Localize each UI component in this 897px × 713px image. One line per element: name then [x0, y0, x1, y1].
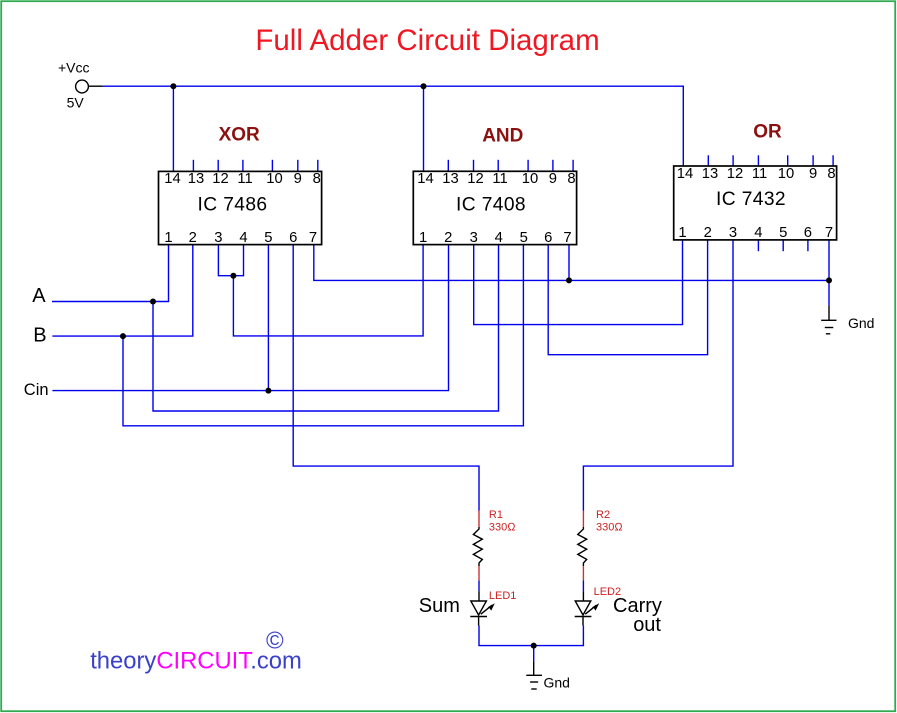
svg-text:LED1: LED1: [489, 590, 517, 602]
svg-text:13: 13: [188, 171, 204, 187]
svg-text:330Ω: 330Ω: [489, 521, 516, 533]
svg-text:out: out: [633, 614, 661, 636]
svg-text:3: 3: [470, 230, 478, 246]
svg-text:1: 1: [164, 230, 172, 246]
svg-text:12: 12: [212, 171, 228, 187]
svg-text:6: 6: [804, 225, 812, 241]
svg-text:IC 7432: IC 7432: [716, 189, 786, 210]
svg-text:8: 8: [313, 171, 321, 187]
svg-text:Gnd: Gnd: [544, 675, 570, 691]
svg-text:5: 5: [520, 230, 528, 246]
svg-text:Full Adder Circuit Diagram: Full Adder Circuit Diagram: [255, 24, 599, 57]
svg-text:14: 14: [677, 166, 693, 182]
svg-text:9: 9: [549, 171, 557, 187]
svg-text:10: 10: [522, 171, 538, 187]
svg-text:5: 5: [264, 230, 272, 246]
svg-text:10: 10: [266, 171, 282, 187]
svg-text:AND: AND: [482, 126, 523, 147]
svg-text:©: ©: [266, 628, 284, 655]
svg-text:Sum: Sum: [419, 595, 460, 617]
svg-text:Carry: Carry: [613, 595, 662, 617]
svg-text:11: 11: [752, 166, 767, 182]
svg-text:IC 7408: IC 7408: [456, 195, 526, 216]
svg-text:4: 4: [495, 230, 503, 246]
svg-text:11: 11: [492, 171, 507, 187]
svg-text:1: 1: [678, 225, 686, 241]
svg-text:OR: OR: [753, 121, 782, 142]
svg-text:7: 7: [563, 230, 571, 246]
svg-text:R2: R2: [596, 509, 610, 521]
svg-text:5: 5: [779, 225, 787, 241]
svg-text:XOR: XOR: [219, 125, 260, 146]
svg-text:+Vcc: +Vcc: [58, 60, 90, 76]
svg-text:2: 2: [189, 230, 197, 246]
svg-text:12: 12: [727, 166, 743, 182]
svg-text:11: 11: [237, 171, 252, 187]
svg-text:theoryCIRCUIT.com: theoryCIRCUIT.com: [90, 648, 302, 675]
svg-text:8: 8: [827, 166, 835, 182]
svg-text:14: 14: [417, 171, 433, 187]
svg-text:A: A: [32, 285, 46, 307]
svg-text:9: 9: [294, 171, 302, 187]
svg-text:R1: R1: [489, 509, 503, 521]
svg-text:12: 12: [467, 171, 483, 187]
svg-text:1: 1: [419, 230, 427, 246]
svg-text:5V: 5V: [67, 95, 85, 111]
svg-text:LED2: LED2: [594, 586, 622, 598]
svg-text:14: 14: [164, 171, 180, 187]
svg-text:13: 13: [702, 166, 718, 182]
svg-text:Gnd: Gnd: [848, 315, 874, 331]
svg-text:3: 3: [729, 225, 737, 241]
svg-text:B: B: [33, 325, 46, 347]
svg-text:4: 4: [754, 225, 762, 241]
svg-text:6: 6: [544, 230, 552, 246]
svg-text:9: 9: [809, 166, 817, 182]
svg-text:13: 13: [442, 171, 458, 187]
svg-text:4: 4: [239, 230, 247, 246]
svg-text:IC 7486: IC 7486: [197, 195, 267, 216]
svg-text:Cin: Cin: [24, 381, 49, 399]
svg-text:7: 7: [309, 230, 317, 246]
svg-text:6: 6: [289, 230, 297, 246]
svg-text:8: 8: [567, 171, 575, 187]
svg-text:2: 2: [444, 230, 452, 246]
svg-text:2: 2: [704, 225, 712, 241]
svg-text:7: 7: [825, 225, 833, 241]
svg-text:3: 3: [214, 230, 222, 246]
svg-text:330Ω: 330Ω: [596, 521, 623, 533]
svg-text:10: 10: [778, 166, 794, 182]
